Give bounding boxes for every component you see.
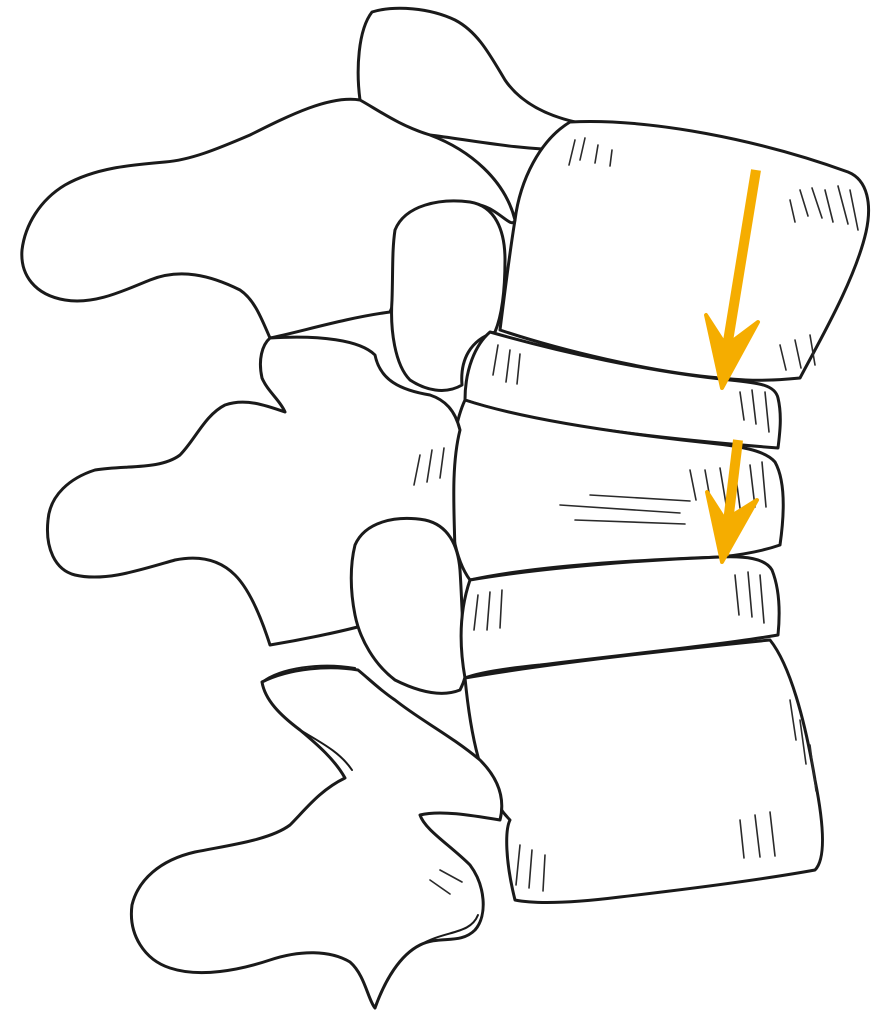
lower-vertebra [131, 640, 822, 1008]
upper-vertebral-body [500, 122, 869, 381]
lower-transverse-process [131, 668, 501, 1008]
middle-pedicle [351, 518, 467, 693]
